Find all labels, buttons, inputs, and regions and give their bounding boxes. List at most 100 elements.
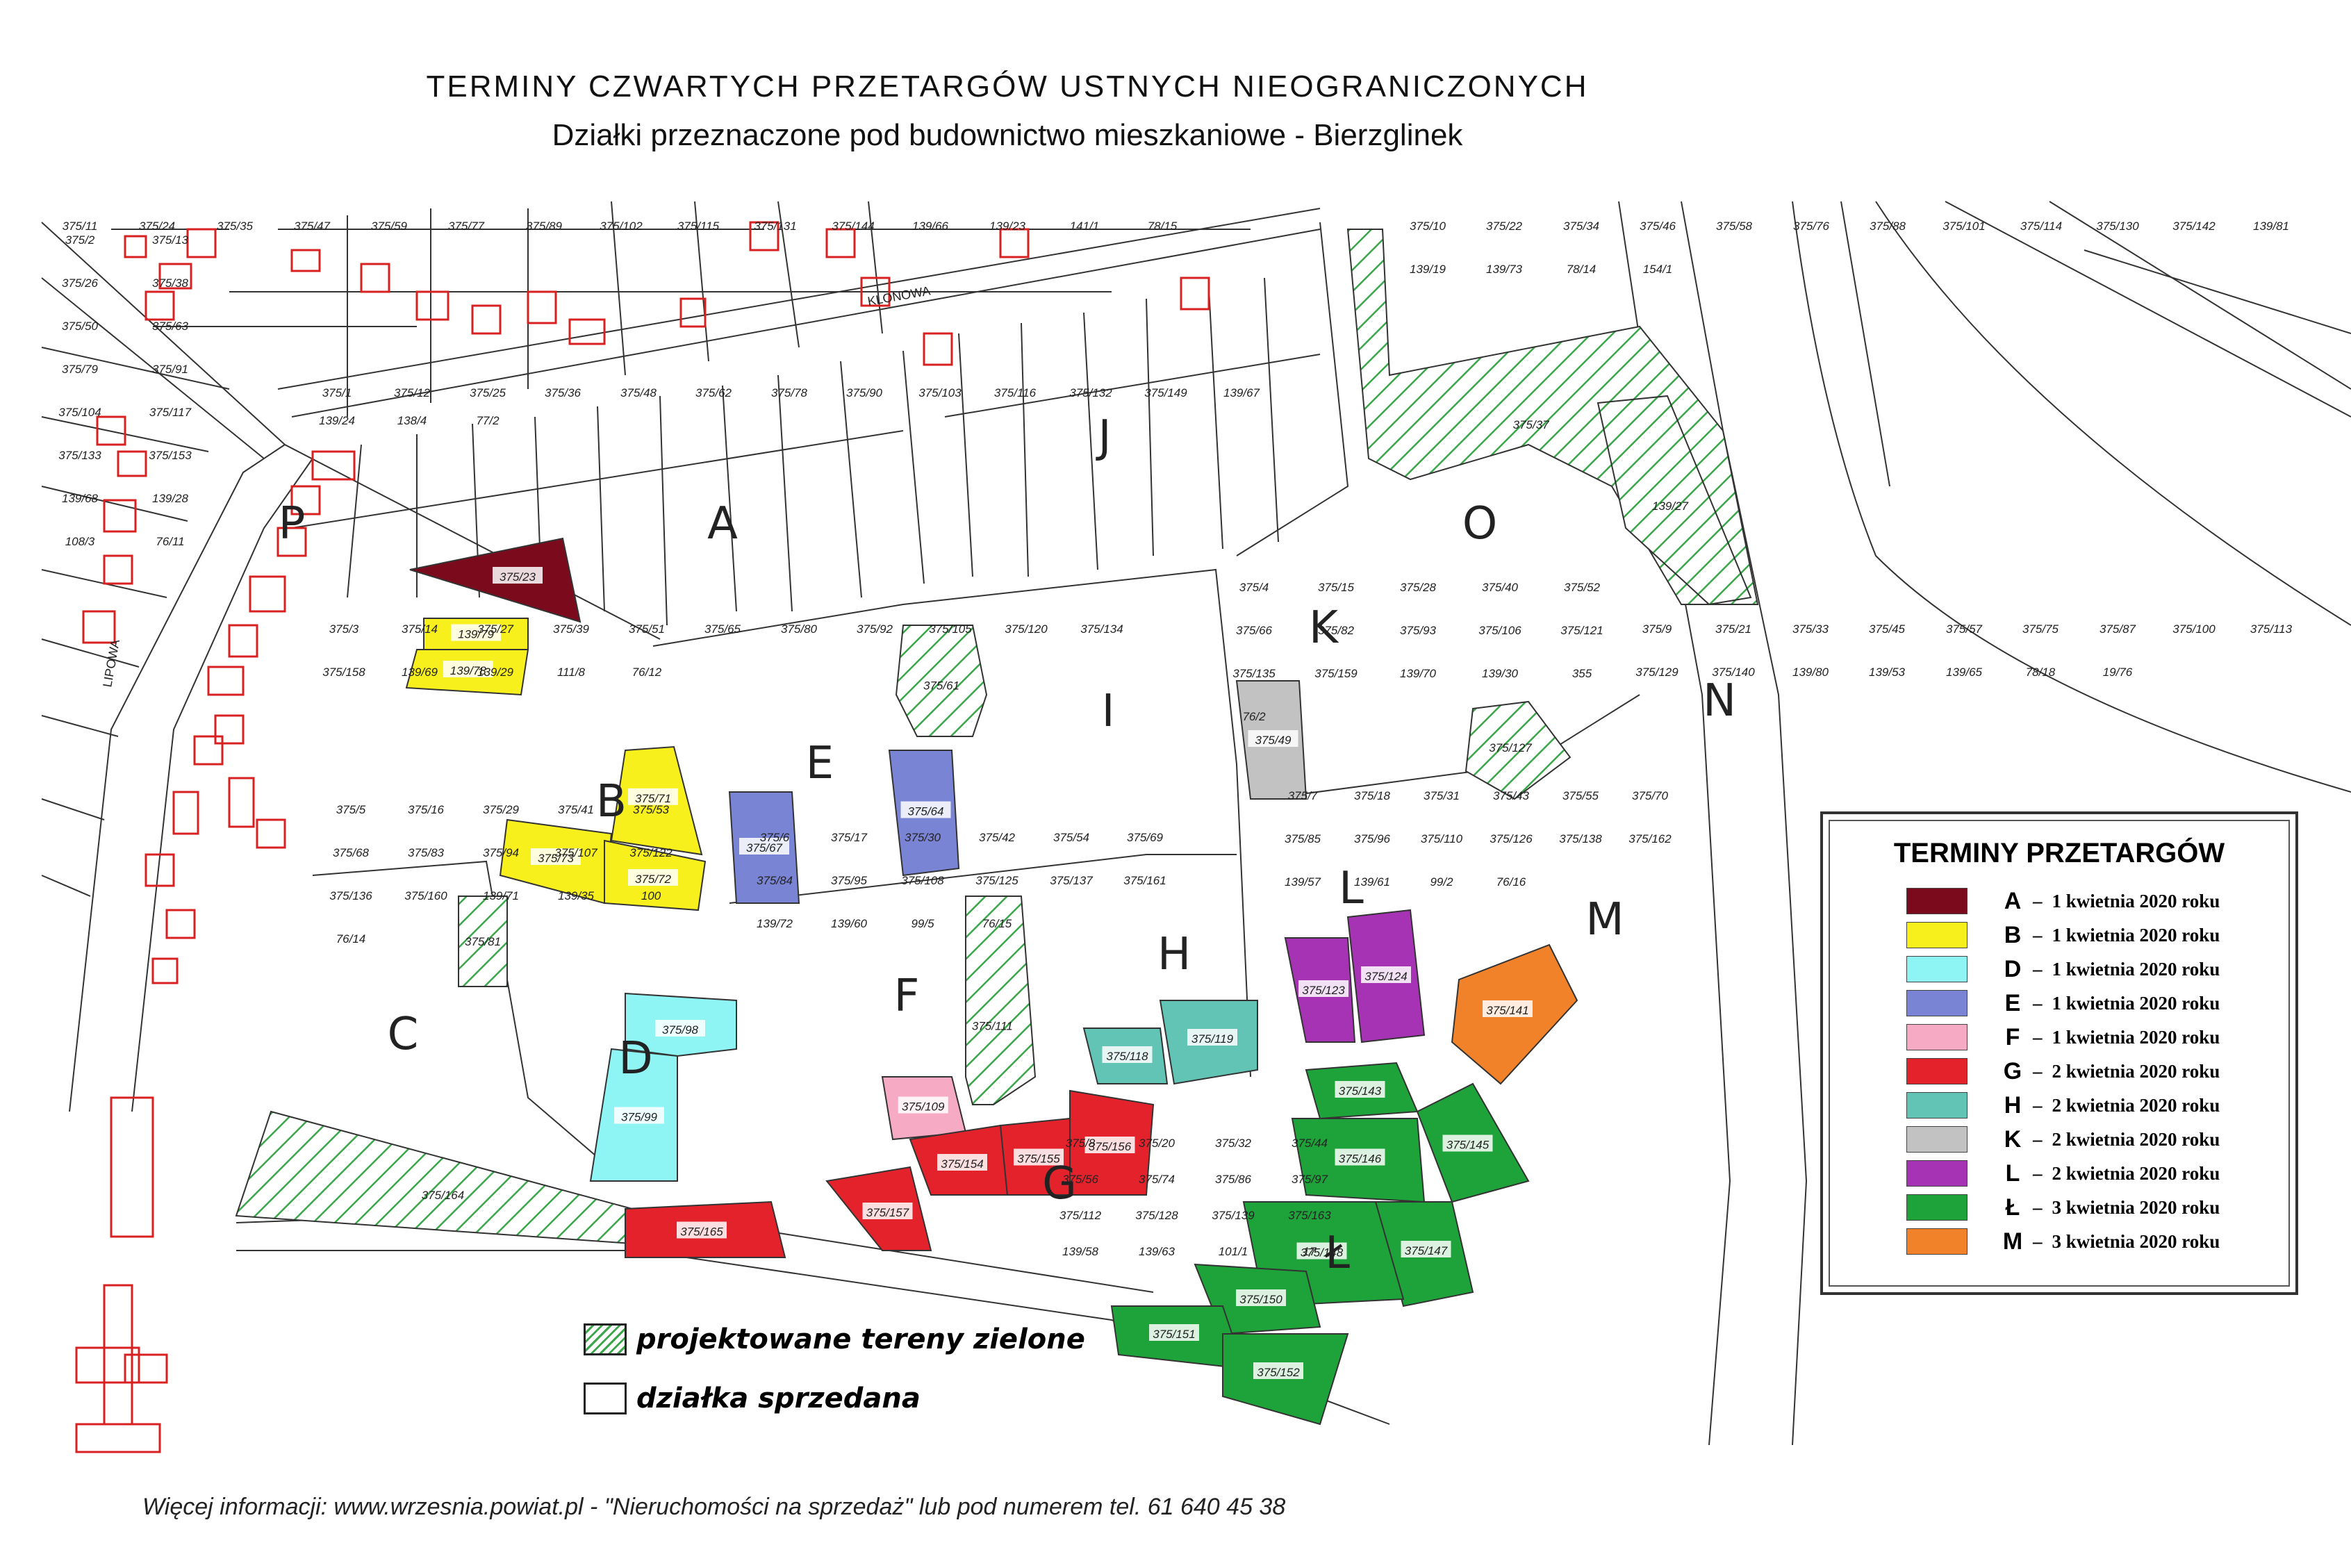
parcel-label: 375/13 — [152, 233, 189, 247]
parcel-label: 375/131 — [754, 220, 796, 233]
parcel-label: 375/132 — [1069, 386, 1112, 399]
building-outline — [110, 1096, 154, 1238]
parcel-label-bg — [493, 567, 543, 584]
legend-row: F–1 kwietnia 2020 roku — [1906, 1023, 2220, 1051]
legend-dash: – — [2033, 1128, 2043, 1150]
parcel-label: 139/66 — [912, 220, 949, 233]
legend-title: TERMINY PRZETARGÓW — [1893, 838, 2225, 868]
legend-row: A–1 kwietnia 2020 roku — [1906, 887, 2220, 915]
parcel-label: 375/133 — [58, 449, 101, 462]
parcel-label-bg — [1401, 1241, 1451, 1257]
building-outline — [749, 221, 779, 251]
parcel-label: 375/145 — [1446, 1139, 1490, 1152]
building-outline — [999, 228, 1030, 258]
parcel-label-bg — [531, 848, 581, 865]
building-outline — [193, 735, 224, 766]
building-outline — [1180, 277, 1210, 311]
legend-letter: B — [2004, 921, 2022, 948]
parcel-label: 375/40 — [1482, 581, 1519, 594]
green-hatch-swatch — [584, 1323, 627, 1355]
legend-row: M–3 kwietnia 2020 roku — [1906, 1228, 2220, 1255]
parcel-label: 139/80 — [1792, 666, 1829, 679]
area-letter-C: C — [388, 1009, 419, 1060]
legend-date: 1 kwietnia 2020 roku — [2052, 924, 2220, 946]
parcel-label: 375/38 — [152, 277, 189, 290]
parcel-label: 375/18 — [1354, 789, 1391, 802]
area-letter-O: O — [1462, 498, 1497, 550]
parcel-label: 375/59 — [371, 220, 408, 233]
parcel-label-bg — [1084, 1137, 1135, 1153]
building-outline — [207, 666, 245, 696]
parcel-label: 375/75 — [2022, 622, 2059, 636]
cadastral-line — [902, 350, 925, 584]
building-outline — [103, 499, 137, 533]
parcel-label: 76/2 — [1242, 710, 1266, 723]
building-outline — [249, 575, 286, 613]
area-letter-N: N — [1703, 675, 1736, 727]
parcel-label: 375/11 — [63, 220, 98, 233]
street-name: LIPOWA — [100, 638, 122, 688]
parcel-label: 375/155 — [1017, 1153, 1060, 1166]
cadastral-line — [41, 638, 140, 668]
parcel-label: 375/43 — [1493, 789, 1530, 802]
parcel-label: 375/31 — [1424, 789, 1460, 802]
parcel-label: 375/151 — [1153, 1328, 1195, 1341]
parcel-label: 375/148 — [1301, 1246, 1344, 1260]
legend-dash: – — [2033, 1094, 2043, 1116]
parcel-label: 375/54 — [1053, 831, 1089, 844]
parcel-label: 375/98 — [662, 1023, 699, 1037]
cadastral-line — [597, 406, 605, 612]
parcel-label: 139/23 — [989, 220, 1026, 233]
parcel-label: 375/34 — [1563, 220, 1599, 233]
parcel-label: 375/14 — [402, 622, 438, 636]
parcel-label: 375/161 — [1123, 874, 1166, 887]
parcel-label: 76/15 — [982, 917, 1012, 930]
cadastral-line — [1681, 201, 1808, 1446]
cadastral-line — [131, 458, 313, 1112]
parcel-label: 375/157 — [866, 1206, 909, 1219]
building-outline — [228, 777, 255, 828]
parcel-label: 375/48 — [620, 386, 657, 399]
parcel-label-bg — [614, 1107, 664, 1124]
legend-row: E–1 kwietnia 2020 roku — [1906, 989, 2220, 1017]
legend-dash: – — [2033, 924, 2043, 946]
parcel-label: 375/15 — [1318, 581, 1355, 594]
parcel-label: 375/23 — [500, 570, 536, 584]
parcel-label: 78/14 — [1567, 263, 1597, 276]
building-outline — [124, 235, 147, 258]
existing-buildings — [75, 221, 1210, 1453]
legend-letter: M — [2002, 1228, 2023, 1255]
parcel-label: 375/159 — [1314, 667, 1358, 680]
legend-row: B–1 kwietnia 2020 roku — [1906, 921, 2220, 949]
legend-letter: D — [2004, 955, 2022, 982]
parcel-label: 375/25 — [470, 386, 506, 399]
cadastral-line — [611, 201, 626, 376]
parcel-label-bg — [628, 788, 678, 805]
footer-info: Więcej informacji: www.wrzesnia.powiat.p… — [142, 1494, 1286, 1520]
parcel-label: 375/117 — [149, 406, 192, 419]
cadastral-line — [41, 715, 119, 737]
building-outline — [158, 263, 192, 290]
cadastral-line — [1792, 201, 2351, 793]
parcel-label: 375/81 — [465, 935, 501, 948]
area-letter-M: M — [1585, 894, 1624, 946]
parcel-label: 99/2 — [1430, 875, 1453, 889]
parcel-label: 375/7 — [1288, 789, 1318, 802]
legend-letter: L — [2005, 1160, 2020, 1187]
parcel-label: 375/97 — [1292, 1173, 1328, 1186]
parcel-label: 375/77 — [448, 220, 485, 233]
building-outline — [360, 263, 390, 293]
parcel-label: 375/109 — [902, 1100, 945, 1114]
parcel-label: 375/6 — [760, 831, 790, 844]
parcel-label: 355 — [1572, 667, 1592, 680]
building-outline — [228, 624, 258, 658]
area-letter-D: D — [618, 1033, 652, 1084]
parcel-label: 375/79 — [62, 363, 99, 376]
legend-row: K–2 kwietnia 2020 roku — [1906, 1125, 2220, 1153]
parcel-label: 375/78 — [771, 386, 808, 399]
parcel-label: 375/16 — [408, 803, 445, 816]
legend-row: Ł–3 kwietnia 2020 roku — [1906, 1194, 2220, 1221]
parcel-label: 375/44 — [1292, 1137, 1328, 1150]
parcel-label-bg — [900, 801, 951, 818]
area-letter-L: L — [1339, 863, 1364, 914]
